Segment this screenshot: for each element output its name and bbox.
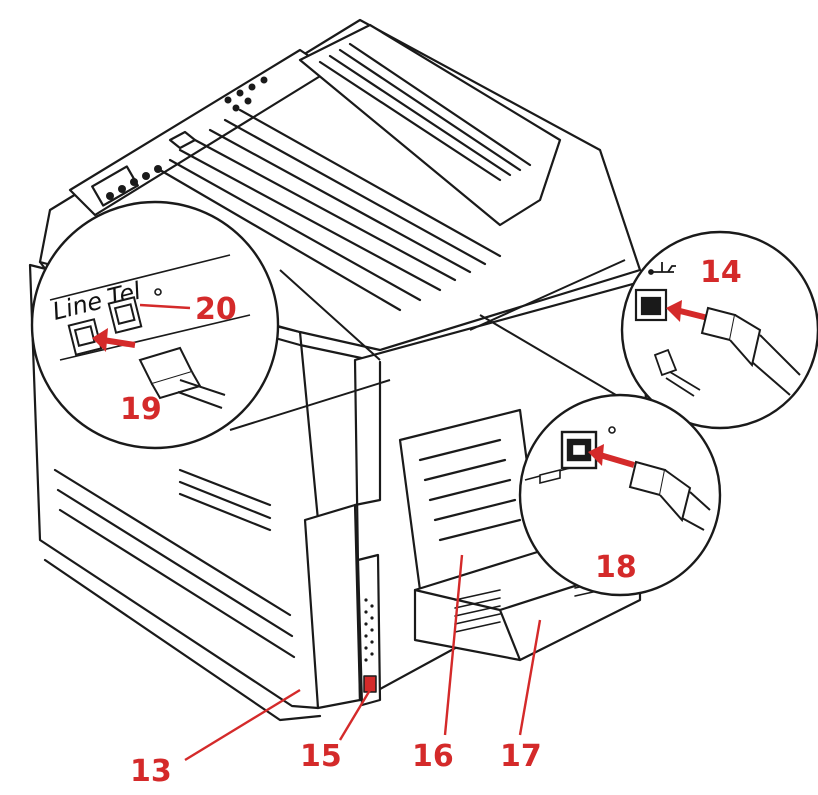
secondary-cable-icon [653,348,701,397]
inset-ethernet-slot [539,468,561,485]
leader-16 [443,554,464,736]
arrow-to-usb-port-head [666,300,682,322]
inset-panel-edge [49,254,231,301]
document-feeder-ribs [318,42,532,182]
tel-port-icon [107,296,143,334]
inset-ethernet-screw [608,426,616,434]
pointer-to-tel-port [139,303,191,310]
usb-plug-icon [700,306,801,396]
leader-15 [338,689,372,741]
line-port-icon [67,318,103,356]
arrow-to-line-port [102,337,136,348]
callout-19: 19 [120,392,162,427]
inset-line-tel-circle [30,200,280,450]
arrow-to-ethernet-port [599,452,635,468]
callout-16: 16 [412,739,454,774]
callout-17: 17 [500,739,542,774]
usb-b-port-icon [634,288,668,322]
base-edge [43,558,322,722]
side-panel-grooves [53,468,296,659]
document-feeder [298,23,562,227]
callout-20: 20 [195,292,237,327]
leader-13 [184,688,301,762]
power-switch [363,675,377,693]
callout-15: 15 [300,739,342,774]
usb-icon [648,262,676,275]
ethernet-plug-icon [628,460,711,531]
callout-13: 13 [130,754,172,789]
inset-screw [154,288,162,296]
ethernet-port-icon [560,430,598,470]
callout-14: 14 [700,255,742,290]
inset-ethernet [518,393,722,597]
output-tray-ribs [158,108,502,312]
inset-panel-edge-lower [59,314,251,361]
leader-17 [518,619,542,736]
rj11-plug-icon [138,346,226,409]
power-connector-strip [356,553,382,707]
arrow-to-ethernet-port-head [588,444,604,466]
callout-18: 18 [595,550,637,585]
arrow-to-line-port-head [92,328,108,352]
inset-line-tel: Line Tel [30,200,391,450]
control-panel-display [91,165,139,207]
callout-leaders [184,554,542,762]
arrow-to-usb-port [675,307,709,321]
duplex-rollers [418,438,522,542]
inset-line-tel-pointer [229,269,391,431]
ventilation-dots [364,598,374,662]
